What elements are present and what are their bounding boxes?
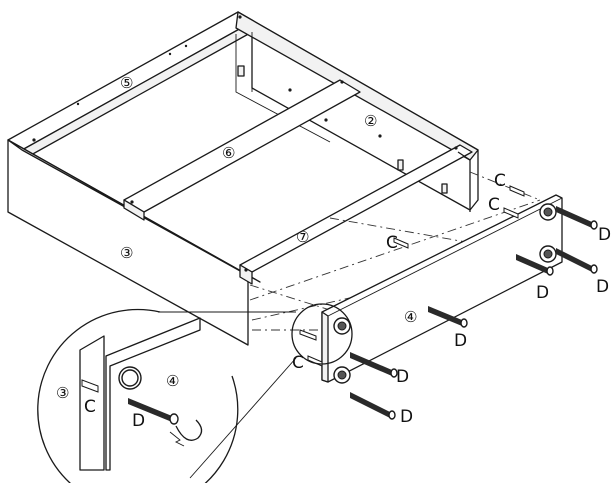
hardware-labels: C C C C C D D D D D D D bbox=[84, 171, 611, 431]
label-screw-d-detail: D bbox=[132, 411, 145, 431]
label-screw-d: D bbox=[454, 331, 467, 351]
label-screw-d: D bbox=[598, 225, 611, 245]
screw bbox=[350, 352, 398, 378]
dowel bbox=[503, 207, 519, 219]
label-dowel-c: C bbox=[386, 233, 398, 253]
screwdriver-icon bbox=[175, 419, 203, 441]
detail-source-circle bbox=[291, 303, 353, 365]
dowel bbox=[393, 237, 409, 249]
part-labels: ⑤ ② ⑥ ③ ⑦ ④ ③ ④ bbox=[56, 74, 417, 402]
label-dowel-c-detail: C bbox=[84, 397, 96, 417]
label-dowel-c: C bbox=[292, 353, 304, 373]
screws-d bbox=[350, 206, 598, 420]
detail-callout bbox=[37, 303, 353, 488]
dowel bbox=[509, 185, 525, 197]
label-part-2: ② bbox=[364, 112, 377, 130]
cam-fittings bbox=[333, 203, 557, 384]
label-part-4: ④ bbox=[404, 308, 417, 326]
label-dowel-c: C bbox=[488, 195, 500, 215]
bracket bbox=[237, 65, 245, 77]
cabinet-frame bbox=[7, 11, 479, 346]
rail-7 bbox=[239, 144, 473, 273]
label-screw-d: D bbox=[596, 277, 609, 297]
screw bbox=[516, 254, 554, 276]
screw bbox=[556, 206, 598, 230]
bracket bbox=[397, 159, 404, 171]
panel-4 bbox=[321, 194, 563, 383]
label-screw-d: D bbox=[396, 367, 409, 387]
label-dowel-c: C bbox=[494, 171, 506, 191]
label-screw-d: D bbox=[400, 407, 413, 427]
dowels-c bbox=[299, 185, 525, 367]
rail-6 bbox=[123, 79, 361, 213]
screw bbox=[350, 392, 396, 420]
rail-6-edge bbox=[123, 199, 145, 221]
label-screw-d: D bbox=[536, 283, 549, 303]
bracket bbox=[441, 183, 448, 194]
screw bbox=[428, 306, 468, 328]
panel-5-edge bbox=[21, 21, 253, 161]
label-part-3-detail: ③ bbox=[56, 384, 69, 402]
label-part-6: ⑥ bbox=[222, 144, 235, 162]
dowel bbox=[299, 329, 317, 341]
rotation-arrow-icon bbox=[169, 431, 185, 447]
screw bbox=[556, 248, 598, 274]
label-part-4-detail: ④ bbox=[166, 372, 179, 390]
label-part-7: ⑦ bbox=[296, 228, 309, 246]
label-part-3: ③ bbox=[120, 244, 133, 262]
rail-7-edge bbox=[239, 264, 253, 285]
label-part-5: ⑤ bbox=[120, 74, 133, 92]
